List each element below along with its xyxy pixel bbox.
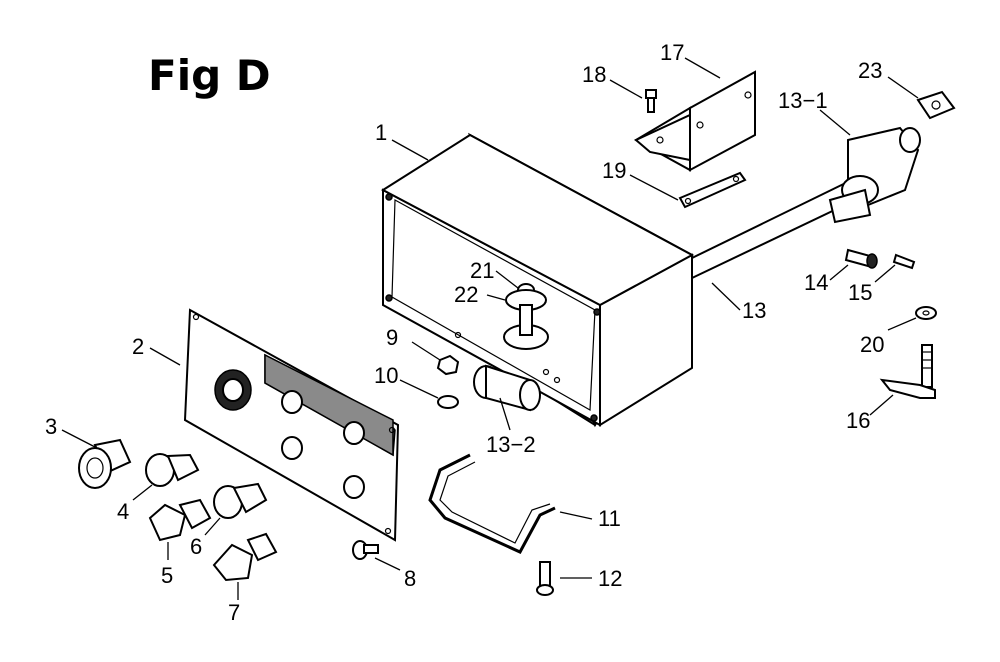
mounting-bracket [634,70,756,172]
carry-handle [428,453,556,554]
callout-18: 18 [582,62,606,87]
callout-1: 1 [375,120,387,145]
flat-washer [915,306,937,320]
main-switch [78,438,132,489]
callout-13-2: 13−2 [486,432,536,457]
callout-9: 9 [386,325,398,350]
bracket-screw [645,89,657,113]
callout-3: 3 [45,414,57,439]
support-arm [691,126,921,279]
callout-8: 8 [404,566,416,591]
callout-16: 16 [846,408,870,433]
callout-22: 22 [454,282,478,307]
callout-14: 14 [804,270,828,295]
cap-screw [844,248,878,269]
callout-6: 6 [190,534,202,559]
square-washer [916,90,956,120]
magnet-washer [503,289,549,350]
handle-screw [536,561,554,596]
callout-19: 19 [602,158,626,183]
callout-12: 12 [598,566,622,591]
callout-13-1: 13−1 [778,88,828,113]
figure-title: Fig D [148,51,271,100]
callout-5: 5 [161,563,173,588]
callout-23: 23 [858,58,882,83]
push-button [145,453,200,487]
lamp-button [213,482,268,519]
callout-7: 7 [228,600,240,625]
control-box [381,132,695,428]
callout-2: 2 [132,334,144,359]
callout-20: 20 [860,332,884,357]
callout-13: 13 [742,298,766,323]
callout-15: 15 [848,280,872,305]
cable-coupling [473,364,541,412]
front-panel [183,308,400,542]
set-screw [892,253,916,270]
panel-screw [352,540,379,560]
callout-11: 11 [598,506,621,531]
callout-17: 17 [660,40,684,65]
rotary-switch [212,532,278,582]
callout-labels: 1 2 3 4 5 6 7 8 9 10 11 12 13 13−1 13−2 … [45,40,884,625]
clamp-plate [678,171,747,209]
callout-21: 21 [470,258,494,283]
leader-lines [61,57,919,600]
clamp-lever [879,344,936,399]
callout-4: 4 [117,499,129,524]
hex-nut [436,354,460,376]
lock-washer [437,395,459,409]
callout-10: 10 [374,363,398,388]
selector-switch [148,498,212,542]
